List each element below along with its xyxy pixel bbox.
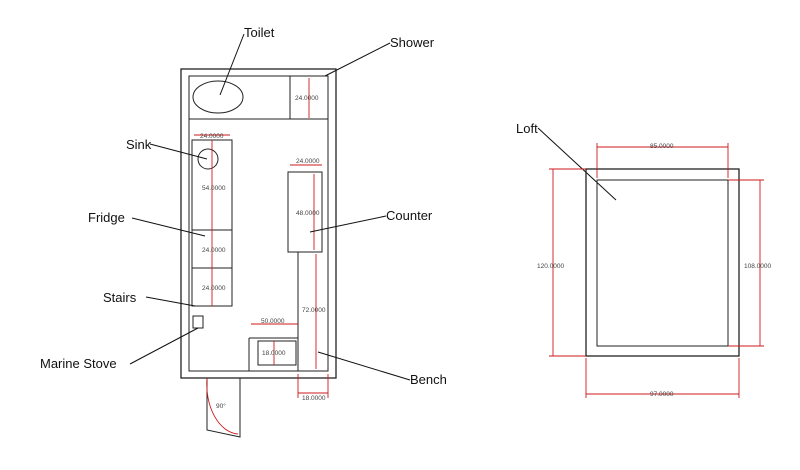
shower-dimension-text: 24.0000	[295, 95, 319, 102]
bench-length-dimension-text: 72.0000	[302, 307, 326, 314]
sink-leader-line	[149, 143, 208, 160]
counter-leader-line	[309, 215, 387, 233]
loft-top-dimension-text: 85.0000	[650, 143, 674, 150]
stairs-label: Stairs	[103, 290, 137, 305]
bench-depth-dimension-text: 18.0000	[262, 350, 286, 357]
dimension-texts: 24.0000 24.0000 54.0000 24.0000 24.0000 …	[200, 95, 326, 410]
door-swing-text: 90°	[216, 402, 226, 410]
marine-stove-box	[192, 315, 204, 329]
tiny-house-outer-wall	[180, 68, 337, 379]
bench-width-dimension-text: 50.0000	[261, 318, 285, 325]
callout-labels: Toilet Shower Sink Fridge Counter Stairs…	[40, 25, 538, 387]
tiny-house-inner-wall	[188, 75, 329, 372]
bench-bottom-dimension-text: 18.0000	[302, 395, 326, 402]
toilet-shape	[192, 80, 244, 114]
loft-left-dimension-text: 120.0000	[537, 263, 564, 270]
counter-height-dimension-text: 48.0000	[296, 210, 320, 217]
sink-basin	[197, 148, 219, 170]
stairs-leader-line	[145, 296, 196, 307]
sink-dimension-text: 24.0000	[200, 133, 224, 140]
stairs-lower-dimension-text: 24.0000	[202, 285, 226, 292]
counter-label: Counter	[386, 208, 433, 223]
counter-width-dimension-text: 24.0000	[296, 158, 320, 165]
fridge-label: Fridge	[88, 210, 125, 225]
entry-door-frame	[206, 378, 241, 438]
bench-label: Bench	[410, 372, 447, 387]
loft-label: Loft	[516, 121, 538, 136]
bench-leader-line	[317, 351, 411, 381]
toilet-leader-line	[219, 33, 245, 96]
dimension-lines	[194, 78, 329, 398]
shower-label: Shower	[390, 35, 435, 50]
loft-right-dimension-text: 108.0000	[744, 263, 771, 270]
loft-plan: 85.0000 120.0000 108.0000 97.0000	[537, 143, 771, 398]
fridge-leader-line	[131, 217, 206, 237]
marine-stove-leader-line	[129, 327, 199, 365]
shower-leader-line	[324, 42, 391, 77]
door-swing-arc	[206, 377, 239, 435]
bench-seat-box	[257, 340, 297, 366]
loft-outer-wall	[585, 168, 740, 357]
loft-bottom-dimension-text: 97.0000	[650, 391, 674, 398]
shower-stall	[289, 75, 329, 120]
marine-stove-label: Marine Stove	[40, 356, 117, 371]
counter-block	[287, 171, 323, 253]
fridge-dimension-text: 54.0000	[202, 185, 226, 192]
leader-lines	[129, 33, 617, 381]
loft-leader-line	[537, 127, 617, 201]
toilet-label: Toilet	[244, 25, 275, 40]
loft-inner-wall	[596, 179, 729, 347]
stairs-upper-dimension-text: 24.0000	[202, 247, 226, 254]
sink-label: Sink	[126, 137, 152, 152]
